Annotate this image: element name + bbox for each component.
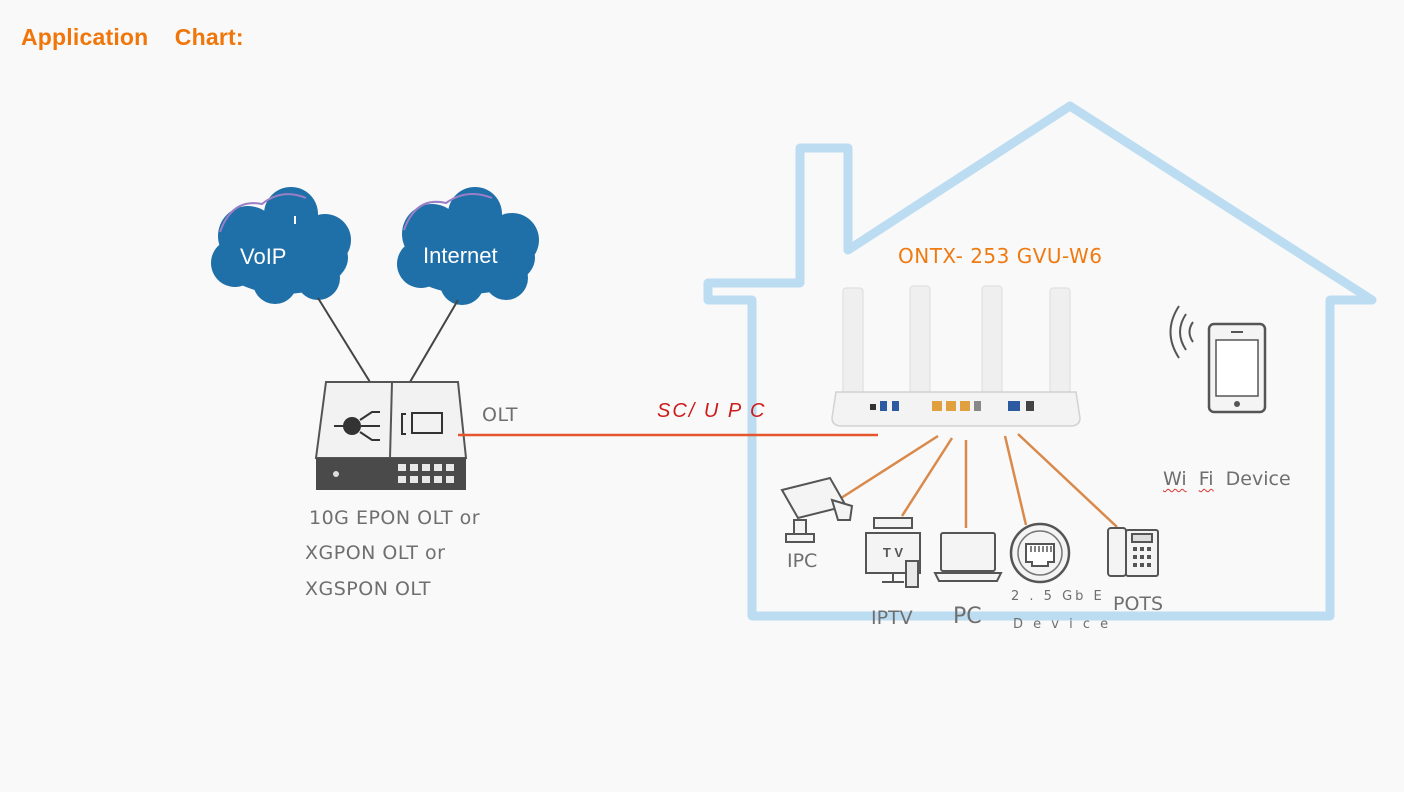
cloud-voip-icon <box>211 187 351 304</box>
tv-icon-text: T V <box>883 545 904 560</box>
fiber-link-label: SC/ U P C <box>657 400 767 422</box>
cloud-voip-label: VoIP <box>240 244 287 269</box>
pc-label: PC <box>953 604 982 629</box>
gbe-label-line-2: D e v i c e <box>1013 617 1112 632</box>
page-title: Application Chart: <box>21 24 244 50</box>
olt-device-icon <box>314 381 468 490</box>
cloud-internet-icon <box>397 187 539 305</box>
ont-model-label: ONTX- 253 GVU-W6 <box>898 244 1103 268</box>
pots-label: POTS <box>1113 593 1164 615</box>
ethernet-port-icon <box>1009 522 1071 584</box>
wifi-word-fi: Fi <box>1198 468 1214 490</box>
tablet-icon <box>1207 322 1267 414</box>
wifi-word-device: Device <box>1225 468 1291 490</box>
ipc-camera-icon <box>780 476 854 543</box>
olt-description-line-2: XGPON OLT or <box>305 542 446 564</box>
iptv-label: IPTV <box>871 607 913 629</box>
olt-label: OLT <box>482 404 519 426</box>
olt-description-line-3: XGSPON OLT <box>305 578 431 600</box>
iptv-tv-icon <box>865 517 921 588</box>
wifi-signal-icon <box>1169 305 1194 359</box>
house-outline <box>703 101 1377 621</box>
pc-laptop-icon <box>933 532 1003 582</box>
pots-phone-icon <box>1107 527 1159 577</box>
ont-router-icon <box>831 285 1081 427</box>
ipc-label: IPC <box>787 550 818 572</box>
olt-description-line-1: 10G EPON OLT or <box>309 507 481 529</box>
cloud-internet-label: Internet <box>423 243 498 268</box>
gbe-label-line-1: 2 . 5 Gb E <box>1011 589 1105 604</box>
wifi-device-label: Wi Fi Device <box>1163 468 1291 490</box>
wifi-word-wi: Wi <box>1163 468 1187 490</box>
